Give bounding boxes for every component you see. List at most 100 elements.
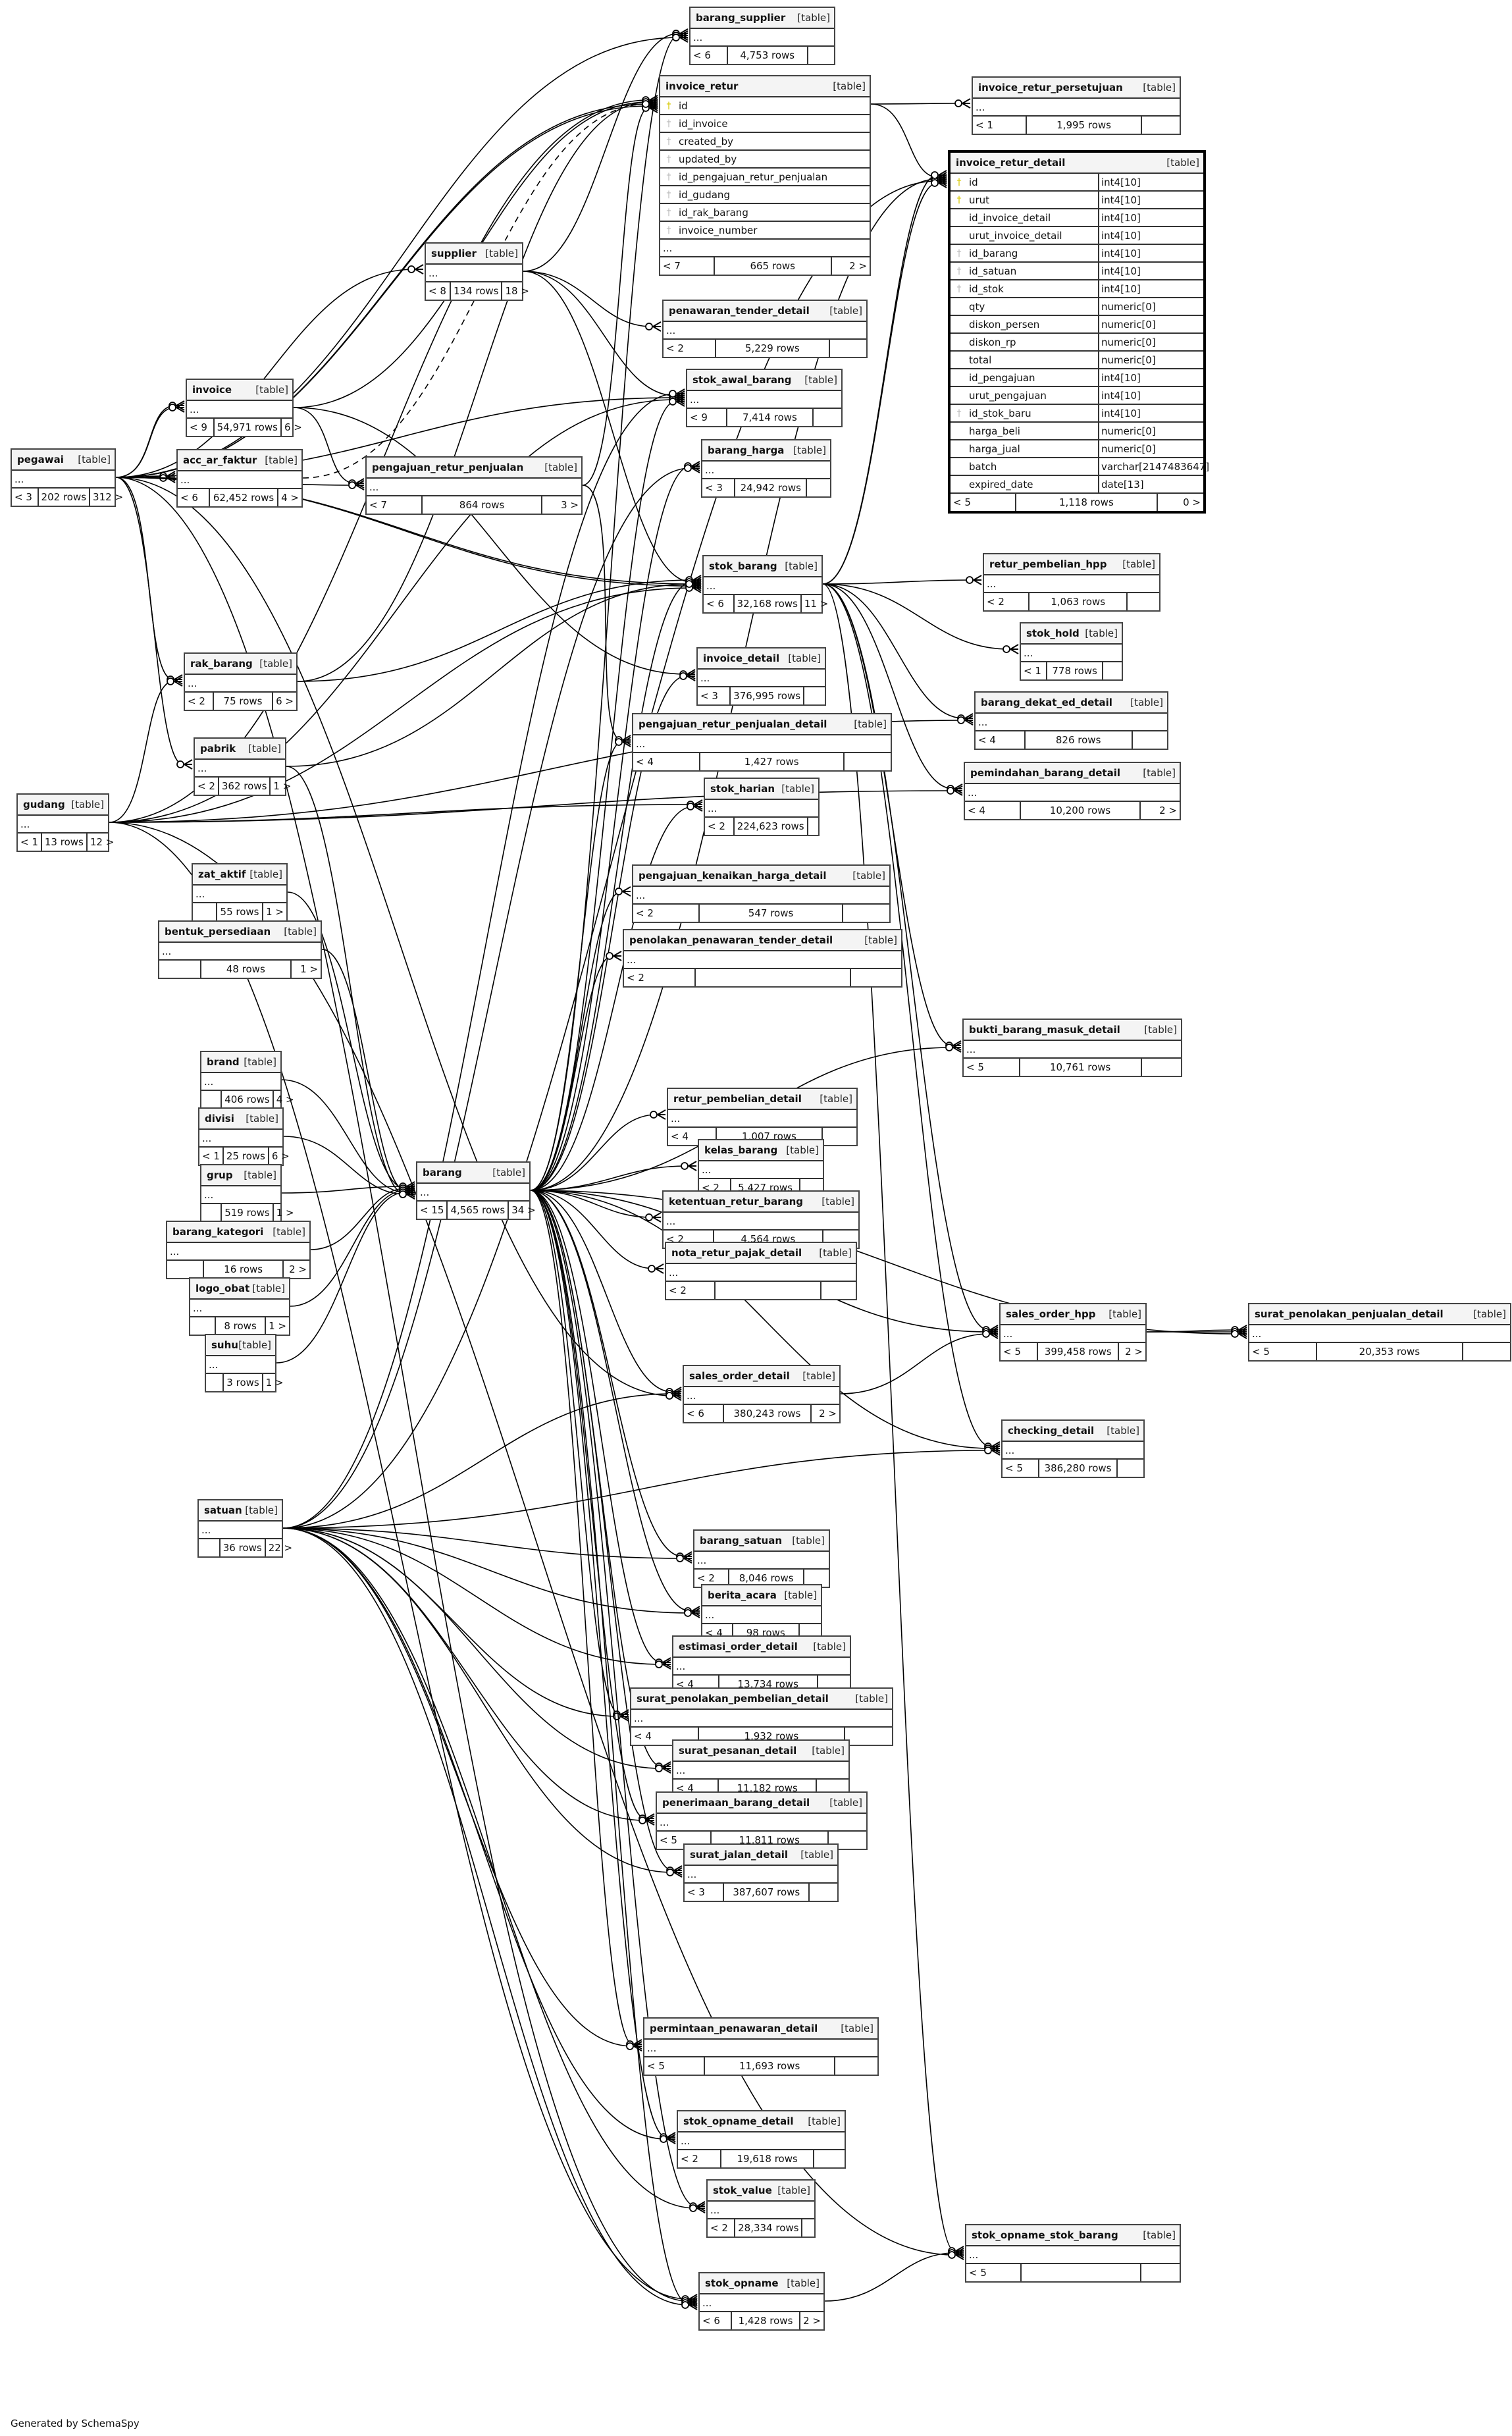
- child-count[interactable]: 2 >: [819, 1408, 837, 1419]
- table-name[interactable]: barang_supplier: [696, 12, 786, 24]
- parent-count[interactable]: < 5: [966, 2264, 1022, 2281]
- table-name[interactable]: suhu: [211, 1339, 238, 1351]
- parent-count[interactable]: < 5: [1001, 1343, 1039, 1360]
- parent-count[interactable]: [167, 1261, 205, 1278]
- table-name[interactable]: penawaran_tender_detail: [669, 305, 810, 317]
- child-count[interactable]: 6 >: [271, 1150, 290, 1162]
- child-count[interactable]: [1463, 1343, 1510, 1360]
- child-count[interactable]: 34 >: [511, 1204, 536, 1216]
- parent-count[interactable]: < 4: [633, 753, 700, 770]
- child-count[interactable]: 312 >: [93, 491, 124, 503]
- table-pengajuan-retur-penjualan-detail[interactable]: pengajuan_retur_penjualan_detail[table].…: [632, 713, 892, 772]
- table-pengajuan-kenaikan-harga-detail[interactable]: pengajuan_kenaikan_harga_detail[table]..…: [632, 864, 891, 923]
- child-count[interactable]: 1 >: [276, 1207, 294, 1219]
- column-row[interactable]: †id_invoice: [660, 115, 870, 133]
- table-name[interactable]: logo_obat: [196, 1283, 250, 1294]
- child-count[interactable]: 3 >: [561, 499, 579, 511]
- child-count[interactable]: [843, 905, 889, 922]
- table-name[interactable]: stok_opname_detail: [683, 2115, 794, 2127]
- child-count[interactable]: 2 >: [1159, 805, 1177, 816]
- column-row[interactable]: †id_rak_barang: [660, 204, 870, 222]
- table-name[interactable]: invoice_detail: [703, 652, 780, 664]
- table-name[interactable]: ketentuan_retur_barang: [669, 1196, 804, 1207]
- child-count[interactable]: [1142, 1059, 1181, 1076]
- parent-count[interactable]: < 2: [705, 818, 735, 835]
- parent-count[interactable]: < 5: [1249, 1343, 1317, 1360]
- parent-count[interactable]: < 2: [633, 905, 700, 922]
- child-count[interactable]: 4 >: [276, 1094, 294, 1105]
- child-count[interactable]: 1 >: [265, 1377, 284, 1389]
- table-name[interactable]: surat_penolakan_penjualan_detail: [1255, 1308, 1444, 1320]
- table-name[interactable]: kelas_barang: [704, 1144, 778, 1156]
- table-name[interactable]: invoice: [192, 384, 232, 396]
- child-count[interactable]: 11 >: [804, 598, 829, 610]
- child-count[interactable]: 4 >: [281, 492, 299, 504]
- table-name[interactable]: retur_pembelian_detail: [673, 1093, 802, 1105]
- parent-count[interactable]: < 3: [702, 479, 736, 496]
- table-name[interactable]: barang: [423, 1167, 462, 1178]
- parent-count[interactable]: < 5: [964, 1059, 1020, 1076]
- column-row[interactable]: †id_gudang: [660, 186, 870, 204]
- table-name[interactable]: barang_harga: [708, 444, 785, 456]
- child-count[interactable]: [851, 969, 901, 986]
- parent-count[interactable]: [201, 1091, 222, 1108]
- table-name[interactable]: zat_aktif: [198, 868, 246, 880]
- child-count[interactable]: [845, 753, 891, 770]
- parent-count[interactable]: [206, 1374, 224, 1391]
- table-name[interactable]: stok_opname_stok_barang: [972, 2229, 1118, 2241]
- child-count[interactable]: 2 >: [803, 2315, 821, 2327]
- parent-count[interactable]: < 2: [678, 2150, 721, 2167]
- table-name[interactable]: bukti_barang_masuk_detail: [969, 1024, 1120, 1036]
- table-name[interactable]: bentuk_persediaan: [165, 926, 271, 938]
- parent-count[interactable]: < 6: [700, 2312, 732, 2329]
- parent-count[interactable]: < 2: [984, 593, 1030, 610]
- parent-count[interactable]: < 6: [684, 1405, 725, 1422]
- parent-count[interactable]: [193, 903, 217, 920]
- table-surat-penolakan-pembelian-detail[interactable]: surat_penolakan_pembelian_detail[table].…: [630, 1687, 893, 1746]
- parent-count[interactable]: < 6: [691, 47, 728, 64]
- column-row[interactable]: †id_pengajuan_retur_penjualan: [660, 169, 870, 186]
- table-nota-retur-pajak-detail[interactable]: nota_retur_pajak_detail[table]...< 2: [665, 1242, 857, 1300]
- table-name[interactable]: stok_hold: [1026, 627, 1080, 639]
- child-count[interactable]: [835, 2057, 877, 2075]
- table-name[interactable]: surat_pesanan_detail: [679, 1745, 797, 1757]
- child-count[interactable]: 0 >: [1183, 496, 1201, 508]
- table-stok-opname-stok-barang[interactable]: stok_opname_stok_barang[table]...< 5: [965, 2224, 1181, 2283]
- child-count[interactable]: 2 >: [849, 260, 867, 272]
- parent-count[interactable]: < 7: [660, 257, 715, 275]
- child-count[interactable]: [845, 1728, 892, 1745]
- child-count[interactable]: 2 >: [289, 1263, 307, 1275]
- child-count[interactable]: [1128, 593, 1159, 610]
- table-name[interactable]: grup: [207, 1169, 233, 1181]
- parent-count[interactable]: [159, 961, 201, 978]
- parent-count[interactable]: < 6: [178, 489, 210, 506]
- table-name[interactable]: pegawai: [17, 454, 64, 465]
- table-name[interactable]: stok_awal_barang: [692, 374, 792, 386]
- table-name[interactable]: pemindahan_barang_detail: [970, 767, 1120, 779]
- child-count[interactable]: 6 >: [284, 421, 302, 433]
- table-surat-penolakan-penjualan-detail[interactable]: surat_penolakan_penjualan_detail[table].…: [1248, 1303, 1511, 1362]
- table-name[interactable]: surat_penolakan_pembelian_detail: [637, 1693, 829, 1705]
- column-row[interactable]: †updated_by: [660, 151, 870, 169]
- table-name[interactable]: stok_harian: [710, 783, 775, 795]
